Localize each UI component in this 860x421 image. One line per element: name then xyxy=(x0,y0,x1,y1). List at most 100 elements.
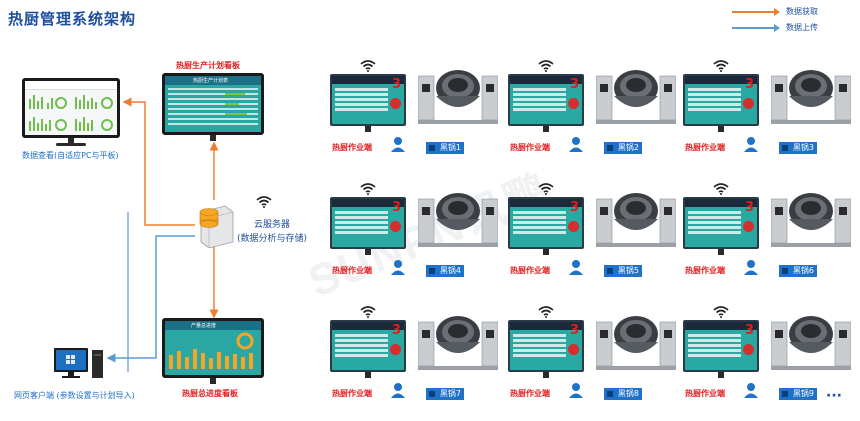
wok-machine-icon xyxy=(418,316,498,370)
wifi-icon xyxy=(538,306,554,318)
terminal-stand xyxy=(543,372,549,378)
data-view-chart-graphic xyxy=(29,95,113,131)
wifi-icon xyxy=(713,306,729,318)
legend-fetch: 数据获取 xyxy=(732,6,818,17)
legend-fetch-label: 数据获取 xyxy=(786,7,818,16)
wifi-icon xyxy=(713,60,729,72)
terminal-label: 热厨作业端 xyxy=(685,266,725,275)
operator-icon xyxy=(391,260,405,275)
server-label: 云服务器 (数据分析与存储) xyxy=(232,218,312,246)
wifi-icon xyxy=(538,60,554,72)
wok-machine-icon xyxy=(418,193,498,247)
terminal-stand xyxy=(365,372,371,378)
terminal-screen: 3 xyxy=(330,74,406,126)
terminal-screen-number: 3 xyxy=(569,77,579,92)
pot-label: 黑锅1 xyxy=(426,142,464,154)
terminal-label: 热厨作业端 xyxy=(332,389,372,398)
pot-label: 黑锅2 xyxy=(604,142,642,154)
wifi-icon xyxy=(713,183,729,195)
operator-icon xyxy=(744,137,758,152)
progress-board-stand xyxy=(210,378,216,384)
operator-icon xyxy=(744,383,758,398)
terminal-label: 热厨作业端 xyxy=(685,143,725,152)
operator-icon xyxy=(569,383,583,398)
operator-icon xyxy=(391,137,405,152)
wok-machine-icon xyxy=(596,70,676,124)
terminal-screen: 3 xyxy=(330,320,406,372)
wifi-icon xyxy=(360,60,376,72)
legend-upload-label: 数据上传 xyxy=(786,23,818,32)
progress-board-screen-title: 产量总进度 xyxy=(191,323,217,329)
web-client-label: 网页客户端 (参数设置与计划导入) xyxy=(14,391,135,400)
terminal-screen: 3 xyxy=(508,74,584,126)
terminal-label: 热厨作业端 xyxy=(510,389,550,398)
wifi-icon xyxy=(360,306,376,318)
wifi-icon xyxy=(360,183,376,195)
terminal-screen-number: 3 xyxy=(744,200,754,215)
wok-machine-icon xyxy=(771,70,851,124)
terminal-screen: 3 xyxy=(330,197,406,249)
operator-icon xyxy=(744,260,758,275)
terminal-screen: 3 xyxy=(508,197,584,249)
upload-arrow-icon xyxy=(732,23,780,32)
server-label-line1: 云服务器 xyxy=(253,220,290,230)
plan-board-screen-title: 热厨生产计划表 xyxy=(193,78,229,84)
terminal-stand xyxy=(718,126,724,132)
wifi-icon xyxy=(538,183,554,195)
legend-upload: 数据上传 xyxy=(732,22,818,33)
wok-machine-icon xyxy=(596,316,676,370)
progress-board-chart-graphic xyxy=(169,332,254,369)
terminal-screen-number: 3 xyxy=(744,77,754,92)
monitor-stand xyxy=(68,138,74,144)
terminal-screen-number: 3 xyxy=(744,323,754,338)
operator-icon xyxy=(569,260,583,275)
terminal-screen: 3 xyxy=(683,197,759,249)
terminal-screen: 3 xyxy=(508,320,584,372)
terminal-screen-number: 3 xyxy=(391,323,401,338)
progress-board-label: 热厨总进度看板 xyxy=(182,389,238,398)
plan-board-table-graphic xyxy=(168,88,258,125)
terminal-stand xyxy=(365,126,371,132)
terminal-label: 热厨作业端 xyxy=(510,266,550,275)
server-label-line2: (数据分析与存储) xyxy=(236,234,308,244)
wok-machine-icon xyxy=(771,193,851,247)
operator-icon xyxy=(391,383,405,398)
terminal-screen-number: 3 xyxy=(569,200,579,215)
monitor-base xyxy=(56,143,86,146)
plan-board-label: 热厨生产计划看板 xyxy=(176,61,240,70)
wok-machine-icon xyxy=(418,70,498,124)
pot-label: 黑锅9 xyxy=(779,388,817,400)
terminal-label: 热厨作业端 xyxy=(332,143,372,152)
terminal-screen: 3 xyxy=(683,74,759,126)
terminal-screen: 3 xyxy=(683,320,759,372)
pot-label: 黑锅6 xyxy=(779,265,817,277)
terminal-stand xyxy=(543,126,549,132)
terminal-stand xyxy=(365,249,371,255)
terminal-stand xyxy=(718,372,724,378)
more-ellipsis: ··· xyxy=(826,388,842,404)
terminal-label: 热厨作业端 xyxy=(332,266,372,275)
plan-board-monitor: 热厨生产计划表 xyxy=(162,73,264,135)
pot-label: 黑锅5 xyxy=(604,265,642,277)
fetch-arrow-icon xyxy=(732,7,780,16)
data-view-monitor xyxy=(22,78,120,138)
pot-label: 黑锅8 xyxy=(604,388,642,400)
terminal-screen-number: 3 xyxy=(569,323,579,338)
wifi-icon xyxy=(256,196,272,208)
data-view-label: 数据查看(自适应PC与平板) xyxy=(22,151,119,160)
wok-machine-icon xyxy=(596,193,676,247)
pot-label: 黑锅7 xyxy=(426,388,464,400)
wok-machine-icon xyxy=(771,316,851,370)
page-title: 热厨管理系统架构 xyxy=(8,10,137,28)
terminal-screen-number: 3 xyxy=(391,200,401,215)
terminal-stand xyxy=(718,249,724,255)
web-client-pc-icon xyxy=(54,348,104,382)
terminal-stand xyxy=(543,249,549,255)
plan-board-stand xyxy=(210,135,216,141)
terminal-screen-number: 3 xyxy=(391,77,401,92)
pot-label: 黑锅4 xyxy=(426,265,464,277)
pot-label: 黑锅3 xyxy=(779,142,817,154)
server-icon xyxy=(195,198,237,249)
progress-board-monitor: 产量总进度 xyxy=(162,318,264,378)
